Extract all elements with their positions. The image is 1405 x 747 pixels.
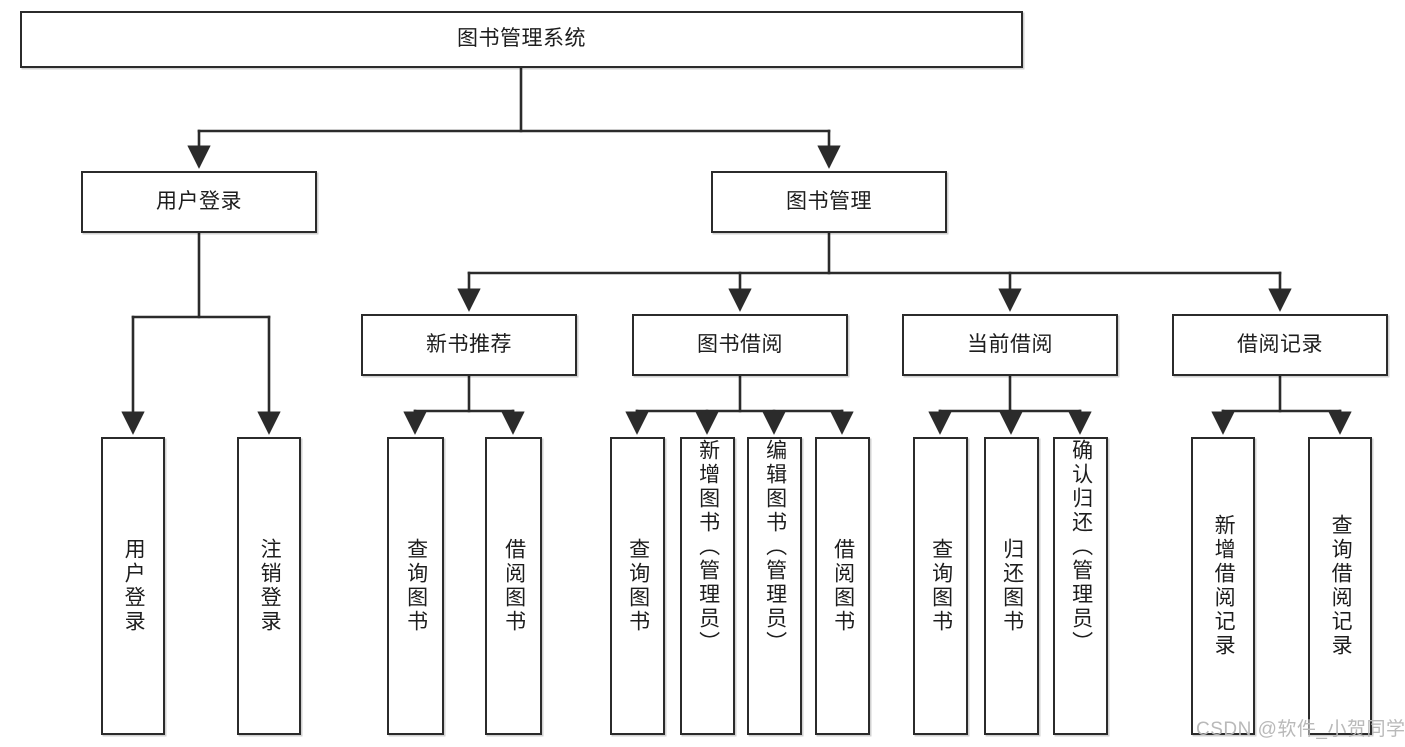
node-leaf-return-book-label: 归还图书 [1000, 538, 1024, 634]
node-book-manage-label: 图书管理 [786, 189, 872, 213]
node-leaf-add-borrow-record-label: 新增借阅记录 [1212, 514, 1236, 658]
node-leaf-confirm-return-admin[interactable]: 确认归还（管理员） [1053, 437, 1108, 735]
node-leaf-query-book-2-label: 查询图书 [626, 538, 650, 634]
node-leaf-borrow-book-2-label: 借阅图书 [831, 538, 855, 634]
node-borrow-record[interactable]: 借阅记录 [1172, 314, 1388, 376]
node-leaf-logout[interactable]: 注销登录 [237, 437, 301, 735]
node-user-login-label: 用户登录 [156, 189, 242, 213]
node-leaf-add-book-admin-label: 新增图书（管理员） [696, 439, 720, 655]
node-leaf-edit-book-admin[interactable]: 编辑图书（管理员） [747, 437, 802, 735]
node-borrow-record-label: 借阅记录 [1237, 332, 1323, 356]
node-root[interactable]: 图书管理系统 [20, 11, 1023, 68]
node-root-label: 图书管理系统 [457, 27, 586, 51]
node-leaf-edit-book-admin-label: 编辑图书（管理员） [763, 439, 787, 655]
node-leaf-borrow-book-2[interactable]: 借阅图书 [815, 437, 870, 735]
node-leaf-query-book-3[interactable]: 查询图书 [913, 437, 968, 735]
node-book-borrow-label: 图书借阅 [697, 332, 783, 356]
node-current-borrow[interactable]: 当前借阅 [902, 314, 1118, 376]
node-user-login[interactable]: 用户登录 [81, 171, 317, 233]
node-new-book-recommend-label: 新书推荐 [426, 332, 512, 356]
node-leaf-user-login[interactable]: 用户登录 [101, 437, 165, 735]
node-current-borrow-label: 当前借阅 [967, 332, 1053, 356]
node-leaf-query-book-2[interactable]: 查询图书 [610, 437, 665, 735]
node-book-manage[interactable]: 图书管理 [711, 171, 947, 233]
node-leaf-query-book-1[interactable]: 查询图书 [387, 437, 444, 735]
node-leaf-borrow-book-1-label: 借阅图书 [502, 538, 526, 634]
node-leaf-logout-label: 注销登录 [258, 538, 282, 634]
node-leaf-query-book-3-label: 查询图书 [929, 538, 953, 634]
node-leaf-confirm-return-admin-label: 确认归还（管理员） [1069, 439, 1093, 655]
node-leaf-query-borrow-record[interactable]: 查询借阅记录 [1308, 437, 1372, 735]
node-leaf-add-book-admin[interactable]: 新增图书（管理员） [680, 437, 735, 735]
node-leaf-return-book[interactable]: 归还图书 [984, 437, 1039, 735]
node-leaf-borrow-book-1[interactable]: 借阅图书 [485, 437, 542, 735]
node-leaf-query-borrow-record-label: 查询借阅记录 [1329, 514, 1353, 658]
node-new-book-recommend[interactable]: 新书推荐 [361, 314, 577, 376]
node-leaf-query-book-1-label: 查询图书 [404, 538, 428, 634]
node-leaf-add-borrow-record[interactable]: 新增借阅记录 [1191, 437, 1255, 735]
node-book-borrow[interactable]: 图书借阅 [632, 314, 848, 376]
node-leaf-user-login-label: 用户登录 [122, 538, 146, 634]
